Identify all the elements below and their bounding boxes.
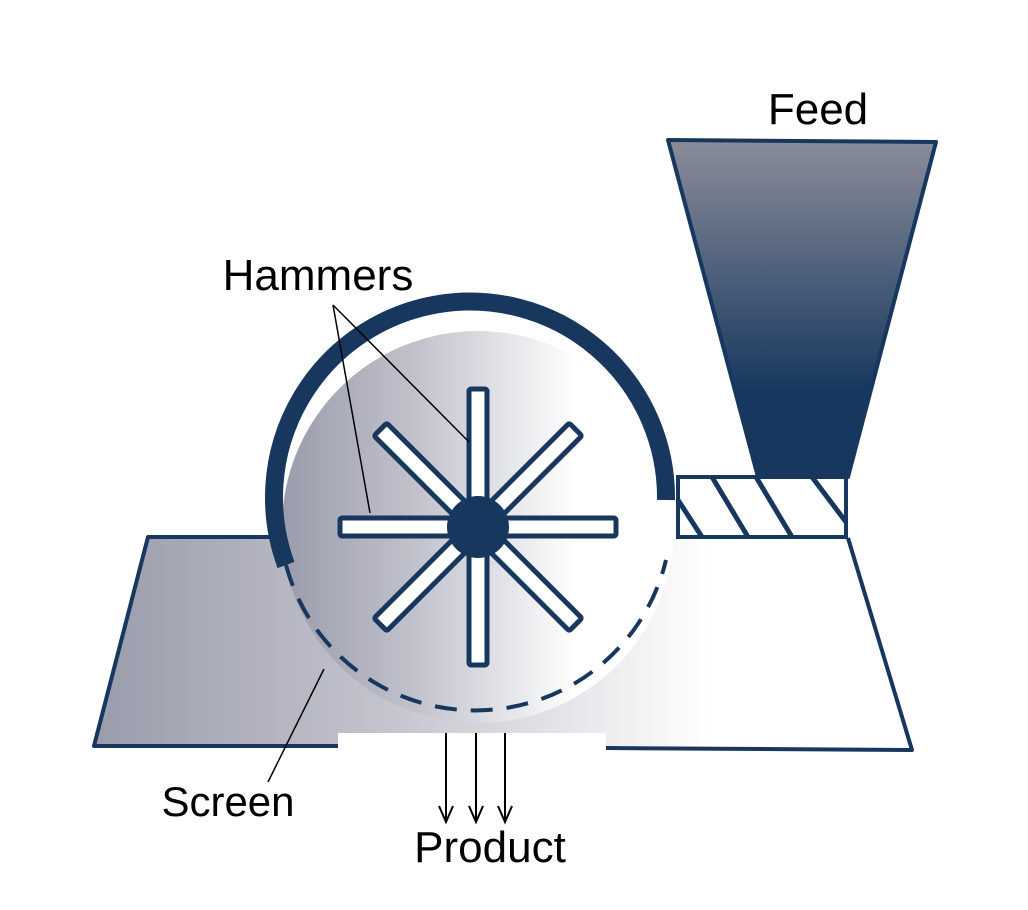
- leader-lines: [267, 304, 470, 783]
- product-outlet: [338, 733, 606, 751]
- screen: [284, 559, 668, 713]
- hammers-label: Hammers: [223, 251, 414, 300]
- feed-label: Feed: [768, 85, 868, 134]
- product-label: Product: [414, 823, 566, 872]
- screw-feeder: [675, 475, 848, 539]
- casing-arc: [265, 292, 676, 569]
- screen-label: Screen: [161, 778, 294, 825]
- rotor-hub: [447, 496, 509, 558]
- hammers: [337, 386, 619, 668]
- feed-hopper: [666, 138, 938, 479]
- product-arrows: [438, 733, 513, 825]
